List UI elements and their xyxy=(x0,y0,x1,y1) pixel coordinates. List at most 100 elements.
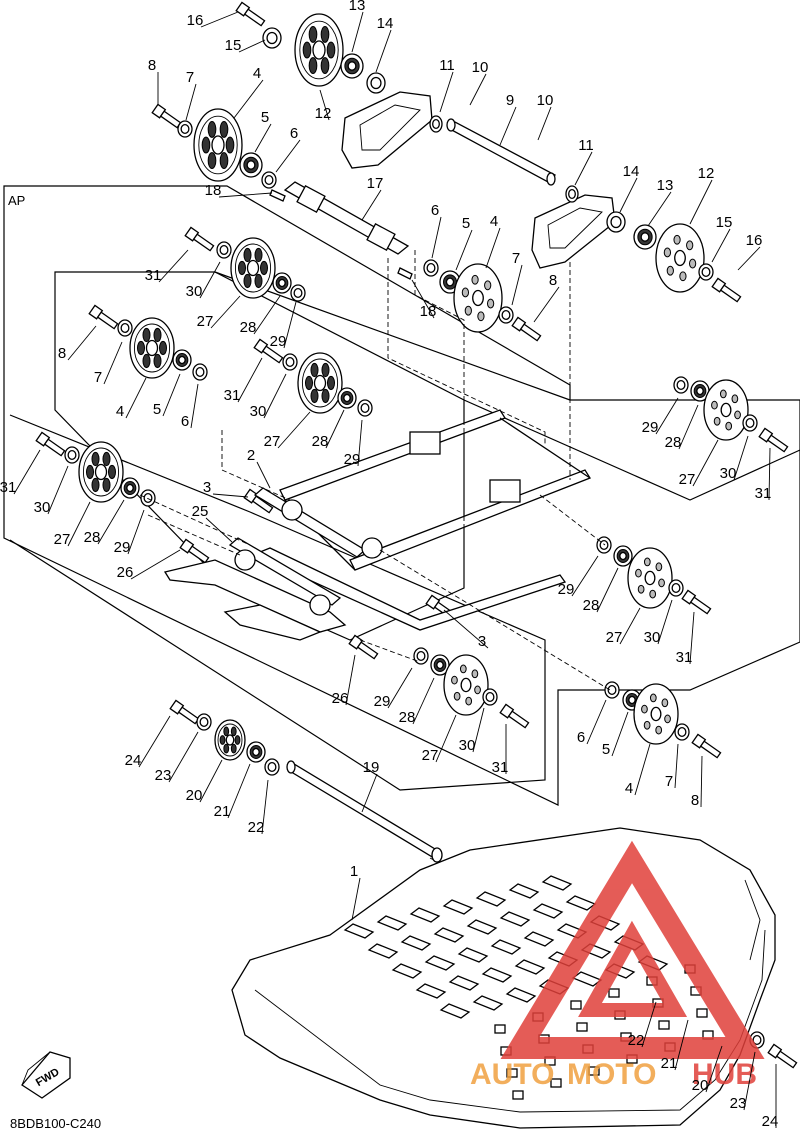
leader-line xyxy=(162,373,181,417)
collar-6b xyxy=(423,259,439,277)
track-lug xyxy=(532,903,564,919)
callout-label: 12 xyxy=(315,105,332,122)
leader-line xyxy=(411,279,435,319)
leader-line xyxy=(455,229,473,271)
track-lug xyxy=(409,907,441,923)
callout-label: 21 xyxy=(661,1055,678,1072)
leader-line xyxy=(200,11,239,28)
callout-label: 2 xyxy=(247,447,255,464)
callout-label: 18 xyxy=(205,182,222,199)
leader-line xyxy=(571,555,599,597)
bearing-28a xyxy=(272,272,292,294)
leader-line xyxy=(689,179,713,225)
leader-line xyxy=(511,264,523,306)
leader-line xyxy=(47,465,69,515)
callout-label: 5 xyxy=(153,401,161,418)
callout-label: 30 xyxy=(250,403,267,420)
track-lug xyxy=(400,935,432,951)
leader-line xyxy=(657,599,673,645)
callout-label: 8 xyxy=(148,57,156,74)
callout-label: 29 xyxy=(642,419,659,436)
leader-line xyxy=(743,1051,756,1111)
callout-label: 8 xyxy=(58,345,66,362)
leader-line xyxy=(689,611,695,665)
leader-line xyxy=(168,731,199,783)
callout-label: 10 xyxy=(537,92,554,109)
lower-group-outline xyxy=(9,414,546,791)
callout-label: 31 xyxy=(0,479,16,496)
washer-7b xyxy=(498,306,514,324)
washer-30e xyxy=(668,579,684,597)
callout-label: 8 xyxy=(549,272,557,289)
leader-line xyxy=(711,228,731,263)
track-lug xyxy=(505,987,537,1003)
track-stud xyxy=(512,1090,524,1100)
callout-label: 4 xyxy=(490,213,498,230)
bolt-31e xyxy=(681,589,712,615)
wheel-27c xyxy=(78,441,124,503)
leader-line xyxy=(733,435,749,481)
watermark-text-moto: MOTO xyxy=(567,1058,656,1091)
rear-shaft-19 xyxy=(286,760,443,863)
bolt-8d xyxy=(691,733,722,759)
leader-line xyxy=(227,763,251,819)
bearing-5c xyxy=(172,349,192,371)
leader-line xyxy=(283,301,297,349)
wheel-12a xyxy=(294,13,344,87)
wheel-27d xyxy=(703,379,749,441)
bolt-8b xyxy=(511,316,542,342)
leader-line xyxy=(469,73,487,106)
washer-23a xyxy=(196,713,212,731)
bolt-31f xyxy=(499,703,530,729)
ap-group-outline xyxy=(3,185,800,806)
callout-label: 31 xyxy=(492,759,509,776)
callout-label: 4 xyxy=(253,65,261,82)
bolt-8a xyxy=(151,103,182,129)
washer-7c xyxy=(117,319,133,337)
callout-label: 29 xyxy=(374,693,391,710)
callout-label: 31 xyxy=(755,485,772,502)
callout-label: 11 xyxy=(439,57,455,74)
track-lug xyxy=(457,947,489,963)
diagram-code: 8BDB100-C240 xyxy=(10,1116,101,1131)
callout-label: 6 xyxy=(290,125,298,142)
leader-line xyxy=(233,79,264,119)
leader-line xyxy=(387,667,413,709)
leader-line xyxy=(97,499,125,545)
callout-label: 26 xyxy=(117,564,134,581)
track-lug xyxy=(514,959,546,975)
leader-line xyxy=(431,216,442,259)
leader-line xyxy=(574,151,593,186)
leader-line xyxy=(127,509,145,555)
callout-label: 19 xyxy=(363,759,380,776)
callout-label: 30 xyxy=(459,737,476,754)
callout-label: 29 xyxy=(114,539,131,556)
track-stud xyxy=(576,1022,588,1032)
wheel-layer xyxy=(35,1,798,1069)
bearing-28e xyxy=(613,545,633,567)
wheel-4b xyxy=(453,263,503,333)
track-stud xyxy=(506,1068,518,1078)
bolt-16a xyxy=(235,1,266,27)
leader-line xyxy=(611,711,629,757)
leader-line xyxy=(375,29,392,73)
bolt-26b xyxy=(348,634,379,660)
leader-line xyxy=(435,714,457,763)
callout-label: 5 xyxy=(602,741,610,758)
front-axle-assembly xyxy=(269,91,616,280)
leader-line xyxy=(361,189,382,221)
callout-label: 7 xyxy=(94,369,102,386)
track-lug xyxy=(439,1003,471,1019)
track-stud xyxy=(658,1020,670,1030)
bolt-8c xyxy=(88,304,119,330)
callout-label: 27 xyxy=(264,433,281,450)
bolt-31b xyxy=(253,338,284,364)
washer-7a xyxy=(177,120,193,138)
callout-label: 22 xyxy=(628,1032,645,1049)
leader-line xyxy=(768,447,771,501)
track-lug xyxy=(367,943,399,959)
wheel-20a xyxy=(214,719,246,761)
bearing-28c xyxy=(120,477,140,499)
leader-line xyxy=(256,461,271,489)
